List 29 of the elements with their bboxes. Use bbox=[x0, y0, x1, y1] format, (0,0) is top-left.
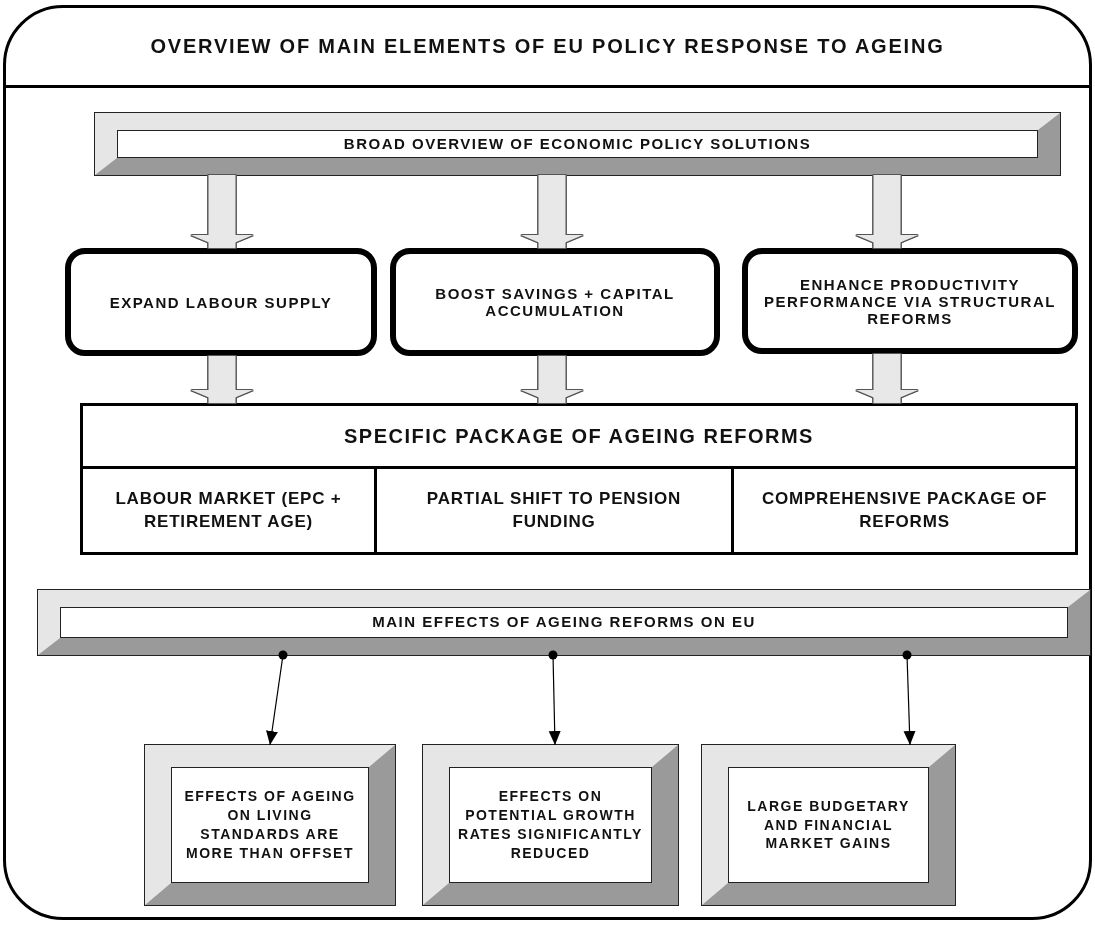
rounded-box: ENHANCE PRODUCTIVITY PERFORMANCE VIA STRUCTURAL REFORMS bbox=[742, 248, 1078, 354]
table-heading: SPECIFIC PACKAGE OF AGEING REFORMS bbox=[343, 423, 815, 449]
box-label: LARGE BUDGETARY AND FINANCIAL MARKET GAINS bbox=[746, 796, 911, 854]
arrow bbox=[266, 650, 288, 746]
table-panel bbox=[80, 403, 1078, 555]
arrow bbox=[902, 650, 916, 746]
block-arrow bbox=[856, 354, 918, 403]
box-label: EFFECTS OF AGEING ON LIVING STANDARDS ARE MORE THAN OFFSET bbox=[183, 787, 357, 863]
bevel-bar bbox=[95, 113, 1060, 175]
bar-label: MAIN EFFECTS OF AGEING REFORMS ON EU bbox=[371, 612, 757, 633]
bevel-box bbox=[423, 745, 678, 905]
frame-panel bbox=[3, 5, 1092, 920]
title-text: OVERVIEW OF MAIN ELEMENTS OF EU POLICY RESPONSE TO AGEING bbox=[6, 8, 1089, 88]
arrow bbox=[548, 650, 561, 746]
block-arrow bbox=[856, 175, 918, 248]
block-arrow bbox=[191, 175, 253, 248]
block-arrow bbox=[521, 356, 583, 403]
bevel-box bbox=[702, 745, 955, 905]
bevel-box bbox=[145, 745, 395, 905]
table-cell: LABOUR MARKET (EPC + RETIREMENT AGE) bbox=[83, 466, 374, 552]
table-cell: COMPREHENSIVE PACKAGE OF REFORMS bbox=[731, 466, 1075, 552]
bevel-bar bbox=[38, 590, 1090, 655]
rounded-box: EXPAND LABOUR SUPPLY bbox=[65, 248, 377, 356]
block-arrow bbox=[521, 175, 583, 248]
box-label: EFFECTS ON POTENTIAL GROWTH RATES SIGNIFICANTLY REDUCED bbox=[457, 787, 644, 863]
table-cell: PARTIAL SHIFT TO PENSION FUNDING bbox=[374, 466, 731, 552]
bar-label: BROAD OVERVIEW OF ECONOMIC POLICY SOLUTIONS bbox=[342, 133, 813, 154]
block-arrow bbox=[191, 356, 253, 403]
rounded-box: BOOST SAVINGS + CAPITAL ACCUMULATION bbox=[390, 248, 720, 356]
